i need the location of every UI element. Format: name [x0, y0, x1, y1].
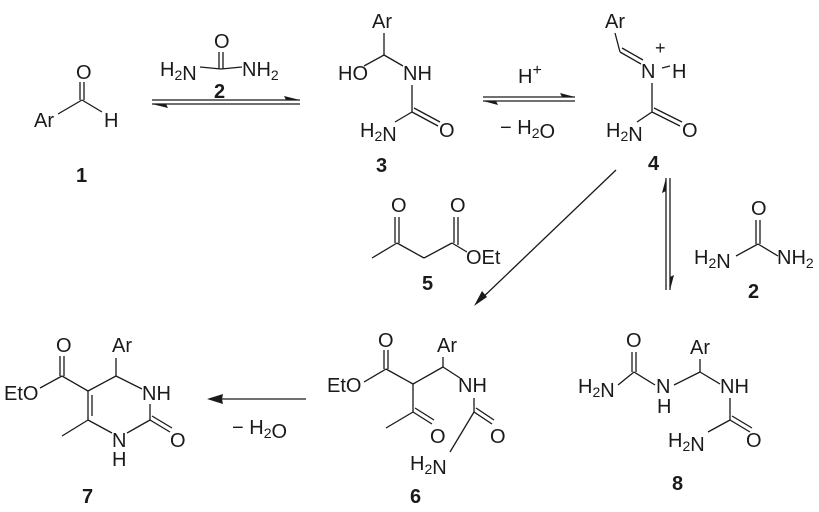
compound-label-8: 8 — [672, 473, 683, 495]
ester-oxygen: O — [56, 335, 72, 357]
amine-nh: NH — [403, 63, 432, 85]
compound-6-open-chain-ureide: EtO O Ar NH O O H2N 6 — [327, 330, 506, 508]
ethoxy-group: EtO — [327, 375, 361, 397]
aryl-group: Ar — [34, 110, 54, 132]
compound-1-aldehyde: Ar O H 1 — [34, 62, 118, 187]
oxygen-atom: O — [682, 120, 698, 142]
compound-label-3: 3 — [376, 155, 387, 177]
ester-oxygen: O — [378, 330, 394, 352]
carbonyl-oxygen: O — [170, 430, 186, 452]
acid-catalyst: H+ — [518, 62, 542, 88]
equilibrium-arrow-3-4: H+ − H2O — [483, 62, 575, 143]
aryl-group: Ar — [690, 337, 710, 359]
amine-nh2: H2N — [606, 120, 643, 146]
oxygen-atom: O — [439, 120, 455, 142]
compound-7-dihydropyrimidinone: EtO O Ar NH N H O 7 — [4, 335, 186, 508]
reaction-arrow-4-to-6 — [474, 169, 617, 306]
water-loss: − H2O — [232, 417, 287, 443]
water-loss: − H2O — [500, 117, 555, 143]
amine-right: NH2 — [242, 59, 279, 83]
amine-left: H2N — [694, 247, 731, 273]
ethoxy-group: EtO — [4, 383, 38, 405]
compound-label-4: 4 — [648, 153, 660, 175]
amine-nh2-bottom: H2N — [668, 430, 705, 456]
nitrogen-atom: N — [641, 61, 655, 83]
amine-nh: NH — [720, 376, 749, 398]
compound-4-iminium: Ar N + H H2N O 4 — [605, 11, 698, 175]
nitrogen-atom: N — [656, 376, 670, 398]
compound-2-urea-top: O H2N NH2 2 — [160, 31, 279, 103]
oxygen-atom: O — [751, 198, 767, 220]
compound-label-6: 6 — [410, 486, 421, 508]
ketone-oxygen: O — [430, 426, 446, 448]
amine-nh2: H2N — [410, 453, 447, 479]
compound-5-ethyl-acetoacetate: O O OEt 5 — [371, 195, 501, 295]
oxygen-atom: O — [76, 62, 92, 84]
hydrogen-atom: H — [657, 396, 671, 418]
equilibrium-arrow-1-3 — [152, 96, 300, 108]
aryl-group: Ar — [372, 11, 392, 33]
equilibrium-arrow-4-8 — [662, 178, 674, 290]
compound-8-bisureide: Ar H2N O N H NH H2N O 8 — [578, 330, 762, 495]
compound-label-7: 7 — [82, 486, 93, 508]
oxygen-bottom: O — [746, 430, 762, 452]
aryl-group: Ar — [112, 335, 132, 357]
hydroxyl-group: HO — [338, 63, 368, 85]
hydrogen-atom: H — [104, 110, 118, 132]
compound-3-hemiaminal: Ar HO NH H2N O 3 — [338, 11, 455, 177]
ketone-oxygen: O — [391, 195, 407, 217]
compound-2-urea-right: O H2N NH2 2 — [694, 198, 814, 303]
ethoxy-group: OEt — [466, 247, 501, 269]
compound-label-5: 5 — [422, 273, 433, 295]
compound-label-2-right: 2 — [748, 281, 759, 303]
amine-nh: NH — [458, 375, 487, 397]
hydrogen-atom: H — [112, 449, 126, 471]
oxygen-left: O — [626, 330, 642, 352]
ester-oxygen: O — [450, 195, 466, 217]
amine-left: H2N — [160, 59, 197, 85]
aryl-group: Ar — [437, 335, 457, 357]
positive-charge: + — [655, 38, 666, 58]
amine-right: NH2 — [777, 247, 814, 271]
urea-oxygen: O — [490, 426, 506, 448]
compound-label-2: 2 — [214, 81, 225, 103]
oxygen-atom: O — [214, 31, 230, 53]
reaction-arrow-6-to-7: − H2O — [207, 394, 306, 443]
aryl-group: Ar — [605, 11, 625, 33]
compound-label-1: 1 — [76, 165, 87, 187]
amine-nh2: H2N — [360, 120, 397, 146]
amine-nh2-left: H2N — [578, 376, 615, 402]
amine-nh: NH — [142, 383, 171, 405]
nitrogen-atom: N — [112, 430, 126, 452]
hydrogen-atom: H — [672, 61, 686, 83]
